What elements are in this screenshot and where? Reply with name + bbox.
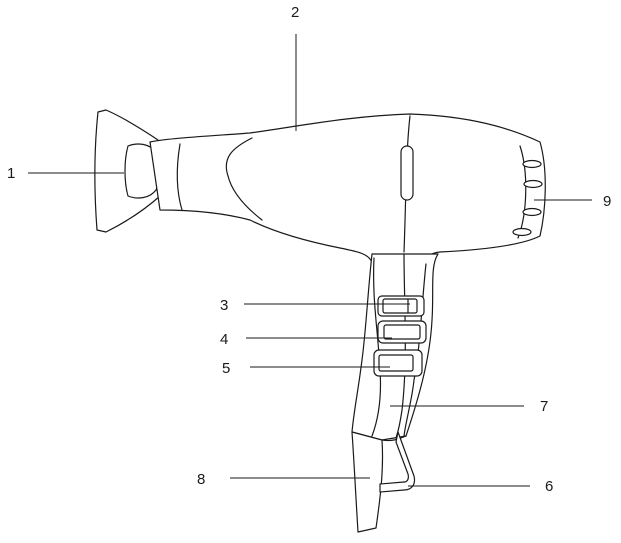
handle-lower — [351, 431, 416, 533]
label-5: 5 — [222, 360, 230, 377]
concentrator-nozzle — [94, 109, 161, 233]
label-8: 8 — [197, 471, 205, 488]
label-1: 1 — [7, 165, 15, 182]
body-seam-front — [176, 143, 183, 211]
nozzle-opening — [124, 143, 160, 199]
label-4: 4 — [220, 331, 228, 348]
handle-seam-center — [395, 253, 406, 439]
body-indicator-slot — [400, 145, 414, 201]
body-outline — [149, 113, 546, 265]
body-neck-curve — [225, 137, 263, 221]
rear-vent-3 — [522, 207, 542, 217]
rear-vent-2 — [523, 179, 543, 189]
switch-3 — [377, 295, 425, 317]
leader-lines — [28, 34, 592, 487]
switch-4-inner — [383, 324, 421, 340]
dryer-handle — [351, 253, 439, 441]
rear-vent-1 — [522, 159, 542, 169]
label-2: 2 — [291, 4, 299, 21]
switch-3-inner — [382, 298, 418, 314]
hanging-loop — [379, 431, 416, 493]
handle-outline — [351, 253, 439, 441]
rear-vent-4 — [512, 227, 532, 237]
handle-tip — [351, 431, 384, 533]
label-7: 7 — [540, 398, 548, 415]
dryer-body — [149, 113, 546, 265]
callout-labels: 1 2 3 4 5 6 7 8 9 — [7, 4, 611, 495]
switch-5-inner — [378, 354, 414, 372]
switch-4 — [377, 320, 427, 344]
rear-air-inlet — [512, 145, 543, 239]
label-6: 6 — [545, 478, 553, 495]
switch-5 — [373, 349, 423, 377]
label-3: 3 — [220, 297, 228, 314]
label-9: 9 — [603, 193, 611, 210]
